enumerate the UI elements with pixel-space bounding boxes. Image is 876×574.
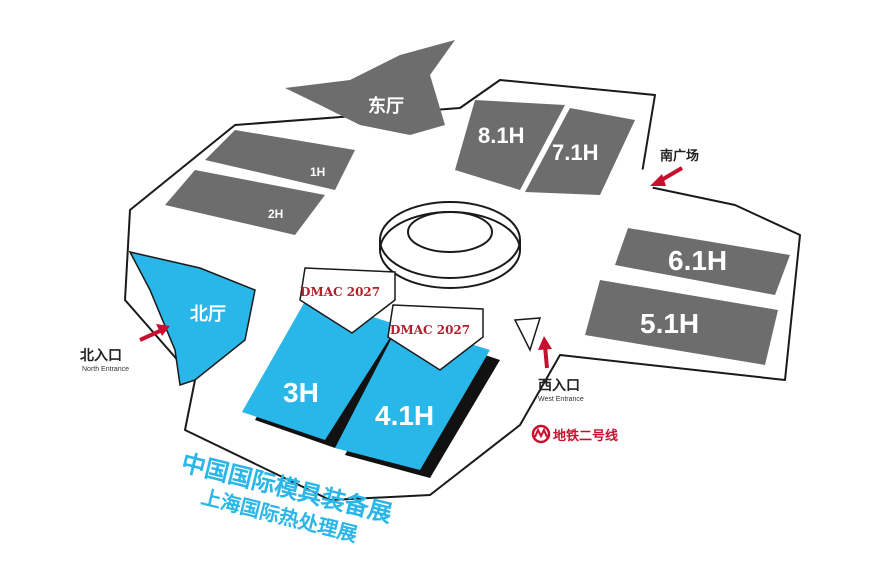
hall-5-1h-shape[interactable]: [585, 280, 778, 365]
hall-7-1h-label: 7.1H: [552, 140, 598, 165]
hall-2h-shape[interactable]: [165, 170, 325, 235]
hall-8-1h-label: 8.1H: [478, 123, 524, 148]
hall-6-1h-shape[interactable]: [615, 228, 790, 295]
hall-1h-label: 1H: [310, 165, 325, 179]
hall-7-1h-shape[interactable]: [525, 108, 635, 195]
dmac-badge-1-shape: [299, 267, 396, 334]
south-square-arrow-icon: [650, 166, 684, 186]
hall-8-1h-shape[interactable]: [455, 100, 565, 190]
hall-east-shape[interactable]: [285, 40, 455, 135]
west-entrance-en: West Entrance: [538, 396, 584, 403]
west-entrance-label: 西入口: [538, 378, 580, 394]
hall-2h-label: 2H: [268, 207, 283, 221]
south-notch: [635, 168, 660, 195]
north-entrance-label: 北入口: [80, 348, 122, 364]
west-notch: [513, 317, 542, 352]
metro-icon: [531, 424, 551, 444]
hall-3h-shape[interactable]: [242, 296, 398, 440]
central-rotunda: [379, 201, 521, 289]
south-square-label: 南广场: [660, 148, 699, 164]
metro-label: 地铁二号线: [553, 428, 618, 444]
hall-north-shape[interactable]: [128, 250, 256, 386]
hall-4-1h-label: 4.1H: [375, 400, 434, 431]
hall-east-label: 东厅: [368, 95, 404, 117]
hall-5-1h-label: 5.1H: [640, 308, 699, 339]
hall-6-1h-label: 6.1H: [668, 245, 727, 276]
dmac-badge-2: DMAC 2027: [390, 323, 470, 337]
dmac-badge-2-shape: [387, 304, 484, 371]
hall-north-label: 北厅: [190, 304, 226, 325]
north-entrance-en: North Entrance: [82, 366, 129, 373]
north-entrance-arrow-icon: [139, 324, 170, 342]
hall-3h-label: 3H: [283, 377, 319, 408]
hall-1h-shape[interactable]: [205, 130, 355, 190]
west-entrance-arrow-icon: [538, 336, 552, 369]
dmac-badge-1: DMAC 2027: [300, 285, 380, 299]
